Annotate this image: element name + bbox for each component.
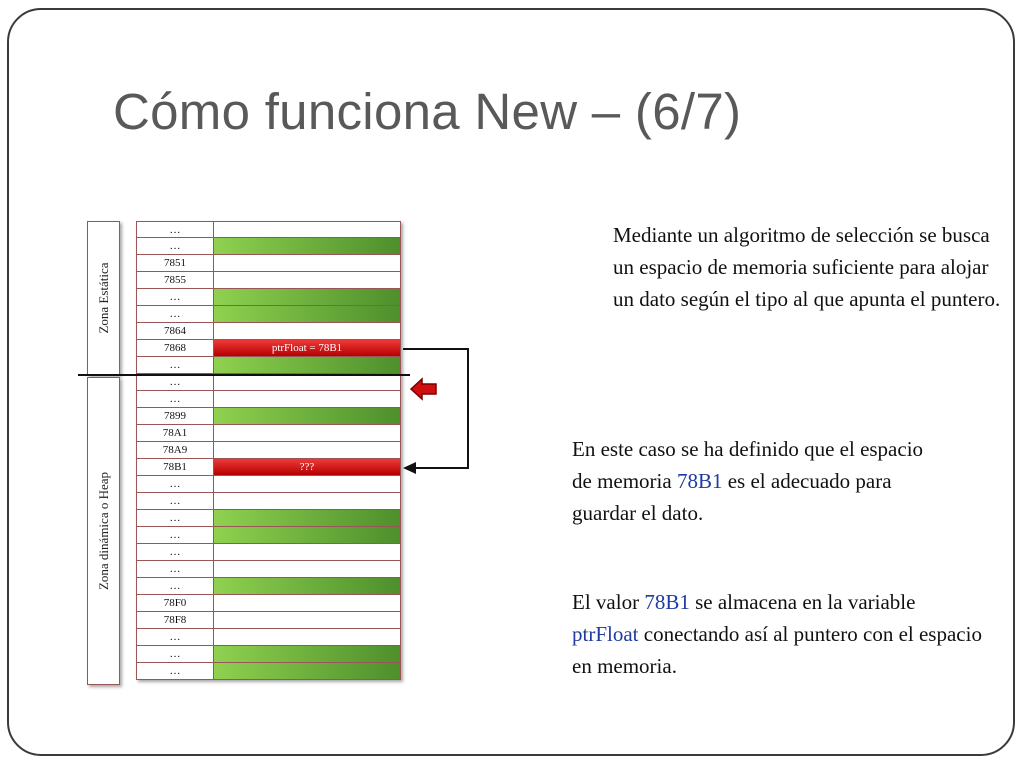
pointer-arrowhead xyxy=(403,462,416,474)
memory-cell xyxy=(214,408,401,425)
memory-address-cell: … xyxy=(136,527,214,544)
paragraph-memory-defined: En este caso se ha definido que el espac… xyxy=(572,433,932,529)
memory-address-cell: … xyxy=(136,493,214,510)
memory-address-cell: 78F0 xyxy=(136,595,214,612)
paragraph-text: En este caso se ha definido que el espac… xyxy=(572,437,924,493)
memory-address-cell: … xyxy=(136,629,214,646)
memory-address-cell: … xyxy=(136,357,214,374)
memory-address-cell: … xyxy=(136,510,214,527)
memory-address-cell: … xyxy=(136,476,214,493)
memory-address-cell: 78B1 xyxy=(136,459,214,476)
memory-cell xyxy=(214,493,401,510)
memory-cell-highlighted: ??? xyxy=(214,459,401,476)
memory-cell xyxy=(214,289,401,306)
memory-cell xyxy=(214,272,401,289)
memory-address-cell: 7851 xyxy=(136,255,214,272)
memory-address-cell: 78A9 xyxy=(136,442,214,459)
highlighted-variable: ptrFloat xyxy=(572,622,639,646)
paragraph-text: El valor xyxy=(572,590,645,614)
memory-address-cell: 78A1 xyxy=(136,425,214,442)
memory-cell-highlighted: ptrFloat = 78B1 xyxy=(214,340,401,357)
memory-cell xyxy=(214,663,401,680)
memory-cell xyxy=(214,238,401,255)
memory-address-cell: … xyxy=(136,238,214,255)
highlighted-address: 78B1 xyxy=(644,590,690,614)
highlighted-address: 78B1 xyxy=(676,469,723,493)
memory-address-cell: 78F8 xyxy=(136,612,214,629)
memory-address-cell: … xyxy=(136,306,214,323)
memory-cell xyxy=(214,527,401,544)
memory-cell xyxy=(214,612,401,629)
memory-address-cell: … xyxy=(136,544,214,561)
memory-cell xyxy=(214,391,401,408)
memory-address-cell: 7868 xyxy=(136,340,214,357)
memory-cell xyxy=(214,442,401,459)
memory-cell xyxy=(214,221,401,238)
memory-cell xyxy=(214,306,401,323)
paragraph-text: se almacena en la variable xyxy=(689,590,916,614)
paragraph-text: conectando así al puntero con el espacio… xyxy=(572,622,982,678)
memory-address-cell: … xyxy=(136,663,214,680)
memory-cell xyxy=(214,476,401,493)
memory-address-cell: … xyxy=(136,221,214,238)
heap-zone-box: Zona dinámica o Heap xyxy=(87,377,120,685)
memory-cell xyxy=(214,629,401,646)
memory-address-cell: … xyxy=(136,374,214,391)
paragraph-selection-algorithm: Mediante un algoritmo de selección se bu… xyxy=(613,223,1001,311)
memory-address-cell: 7855 xyxy=(136,272,214,289)
memory-cell xyxy=(214,510,401,527)
memory-address-cell: … xyxy=(136,391,214,408)
memory-cell xyxy=(214,544,401,561)
memory-cell xyxy=(214,595,401,612)
paragraph-value-stored: El valor 78B1 se almacena en la variable… xyxy=(572,586,982,682)
left-arrow-icon xyxy=(409,377,437,401)
memory-cell xyxy=(214,425,401,442)
memory-cell xyxy=(214,357,401,374)
memory-column: ptrFloat = 78B1??? xyxy=(214,221,401,680)
memory-address-cell: … xyxy=(136,578,214,595)
memory-address-cell: 7864 xyxy=(136,323,214,340)
pointer-connector-line xyxy=(403,348,469,469)
memory-cell xyxy=(214,561,401,578)
memory-cell xyxy=(214,323,401,340)
memory-cell xyxy=(214,578,401,595)
paragraph-text: es el adecuado para guardar el dato. xyxy=(572,469,892,525)
memory-cell xyxy=(214,374,401,391)
memory-address-cell: … xyxy=(136,289,214,306)
memory-address-cell: … xyxy=(136,646,214,663)
memory-address-cell: … xyxy=(136,561,214,578)
slide-title: Cómo funciona New – (6/7) xyxy=(113,83,742,140)
memory-address-cell: 7899 xyxy=(136,408,214,425)
memory-cell xyxy=(214,255,401,272)
memory-cell xyxy=(214,646,401,663)
